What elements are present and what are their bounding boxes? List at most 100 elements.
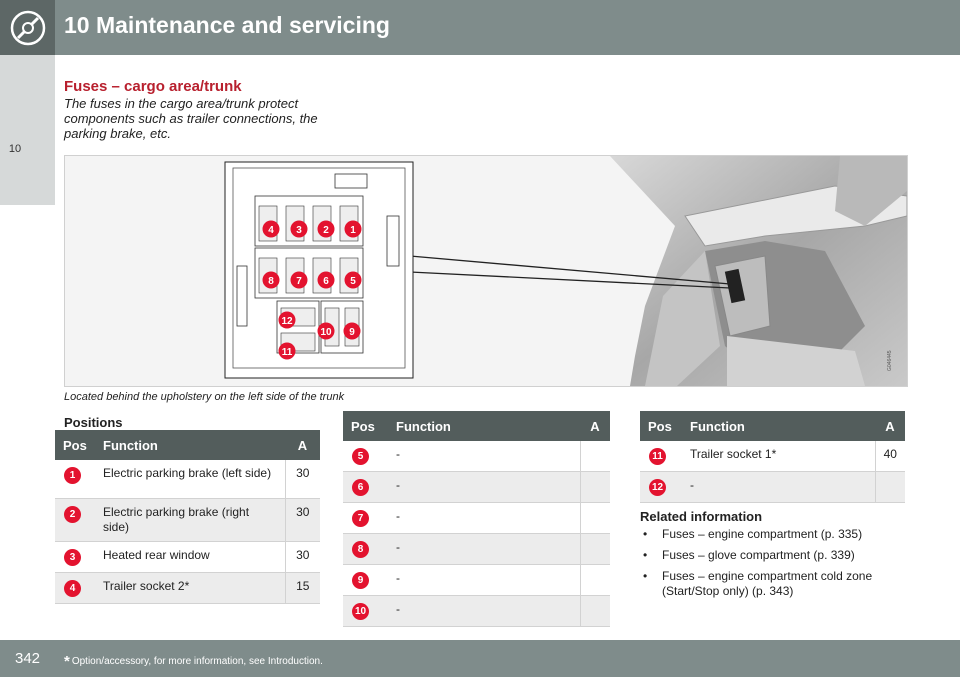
amp-cell bbox=[579, 502, 610, 534]
bullet: • bbox=[643, 548, 648, 562]
fuse-label-11: 11 bbox=[282, 347, 293, 358]
fuse-table-1: Pos Function A 1 Electric parking brake … bbox=[55, 430, 320, 604]
fuse-box-figure: G046445 4 3 2 1 8 7 6 5 bbox=[64, 155, 908, 387]
fuse-table-2: Pos Function A 5 - 6 - 7 - 8 - 9 - 10 - bbox=[343, 411, 610, 627]
footnote-star: * bbox=[64, 653, 70, 670]
pos-badge: 7 bbox=[352, 510, 369, 527]
amp-cell: 30 bbox=[284, 460, 320, 499]
fuse-label-2: 2 bbox=[323, 225, 329, 236]
table-header-row: Pos Function A bbox=[640, 411, 905, 441]
amp-cell: 15 bbox=[284, 572, 320, 604]
wrench-gear-icon bbox=[0, 0, 55, 55]
amp-cell: 40 bbox=[874, 441, 905, 472]
function-cell: - bbox=[388, 533, 580, 565]
fuse-label-5: 5 bbox=[350, 276, 356, 287]
pos-badge: 4 bbox=[64, 579, 81, 597]
fuse-label-9: 9 bbox=[349, 327, 355, 338]
pos-badge: 2 bbox=[64, 505, 81, 523]
table-row: 12 - bbox=[640, 471, 905, 503]
related-information: Related information •Fuses – engine comp… bbox=[640, 509, 910, 605]
amp-cell bbox=[579, 595, 610, 627]
figure-caption: Located behind the upholstery on the lef… bbox=[64, 391, 345, 403]
fuse-table-3: Pos Function A 11 Trailer socket 1* 40 1… bbox=[640, 411, 905, 503]
fuse-label-7: 7 bbox=[296, 276, 302, 287]
page-number: 342 bbox=[14, 650, 41, 667]
table-row: 2 Electric parking brake (right side) 30 bbox=[55, 498, 320, 542]
footnote: *Option/accessory, for more information,… bbox=[64, 653, 323, 670]
pos-badge: 3 bbox=[64, 548, 81, 566]
pos-header: Pos bbox=[343, 411, 388, 441]
image-code: G046445 bbox=[887, 350, 893, 371]
positions-label: Positions bbox=[64, 415, 123, 430]
fuse-label-3: 3 bbox=[296, 225, 302, 236]
fuse-badge-2 bbox=[317, 220, 335, 238]
function-cell: - bbox=[388, 471, 580, 503]
table-header-row: Pos Function A bbox=[343, 411, 610, 441]
chapter-tab: 10 bbox=[0, 55, 55, 205]
function-header: Function bbox=[95, 430, 285, 460]
table-row: 6 - bbox=[343, 471, 610, 503]
fuse-badge-4 bbox=[262, 220, 280, 238]
fuse-badge-12 bbox=[278, 311, 296, 329]
function-cell: Heated rear window bbox=[95, 541, 285, 573]
related-title: Related information bbox=[640, 509, 763, 524]
amp-cell bbox=[579, 471, 610, 503]
table-row: 9 - bbox=[343, 564, 610, 596]
amp-header: A bbox=[285, 430, 320, 460]
table-row: 10 - bbox=[343, 595, 610, 627]
amp-header: A bbox=[580, 411, 610, 441]
related-link[interactable]: • Fuses – engine compartment (p. 335) bbox=[640, 527, 910, 542]
page-footer: 342 *Option/accessory, for more informat… bbox=[0, 640, 960, 677]
fuse-badge-10 bbox=[317, 322, 335, 340]
amp-cell bbox=[874, 471, 905, 503]
fuse-badge-11 bbox=[278, 342, 296, 360]
amp-cell: 30 bbox=[284, 541, 320, 573]
fuse-label-4: 4 bbox=[268, 225, 274, 236]
fuse-label-12: 12 bbox=[281, 316, 293, 327]
fuse-label-6: 6 bbox=[323, 276, 329, 287]
table-row: 3 Heated rear window 30 bbox=[55, 541, 320, 573]
fuse-badge-1 bbox=[344, 220, 362, 238]
bullet: • bbox=[643, 527, 648, 541]
related-link[interactable]: • Fuses – glove compartment (p. 339) bbox=[640, 548, 910, 563]
fuse-label-1: 1 bbox=[350, 225, 356, 236]
fuse-badge-9 bbox=[343, 322, 361, 340]
section-title: Fuses – cargo area/trunk bbox=[64, 78, 242, 95]
function-cell: Electric parking brake (left side) bbox=[95, 460, 285, 499]
fuse-badge-7 bbox=[290, 271, 308, 289]
fuse-badge-6 bbox=[317, 271, 335, 289]
function-cell: - bbox=[388, 502, 580, 534]
table-row: 4 Trailer socket 2* 15 bbox=[55, 572, 320, 604]
function-header: Function bbox=[388, 411, 580, 441]
related-link[interactable]: •Fuses – engine compartment cold zone (S… bbox=[640, 569, 910, 599]
pos-badge: 1 bbox=[64, 467, 81, 484]
table-row: 1 Electric parking brake (left side) 30 bbox=[55, 460, 320, 499]
fuse-label-8: 8 bbox=[268, 276, 274, 287]
related-link-text[interactable]: Fuses – engine compartment (p. 335) bbox=[662, 527, 863, 541]
table-row: 5 - bbox=[343, 441, 610, 472]
amp-cell bbox=[579, 564, 610, 596]
related-link-text[interactable]: Fuses – engine compartment cold zone (St… bbox=[662, 569, 873, 598]
pos-badge: 8 bbox=[352, 541, 369, 558]
fuse-label-10: 10 bbox=[320, 327, 332, 338]
pos-header: Pos bbox=[640, 411, 682, 441]
function-cell: - bbox=[388, 595, 580, 627]
fuse-badge-3 bbox=[290, 220, 308, 238]
function-cell: - bbox=[388, 441, 580, 472]
footnote-text: Option/accessory, for more information, … bbox=[71, 656, 323, 667]
function-cell: Trailer socket 1* bbox=[682, 441, 875, 472]
amp-header: A bbox=[875, 411, 905, 441]
pos-badge: 10 bbox=[352, 603, 369, 620]
amp-cell bbox=[579, 441, 610, 472]
function-cell: - bbox=[682, 471, 875, 503]
fuse-badge-8 bbox=[262, 271, 280, 289]
chapter-number: 10 bbox=[8, 143, 22, 155]
amp-cell: 30 bbox=[284, 498, 320, 542]
table-row: 8 - bbox=[343, 533, 610, 565]
function-cell: - bbox=[388, 564, 580, 596]
function-cell: Trailer socket 2* bbox=[95, 572, 285, 604]
table-row: 7 - bbox=[343, 502, 610, 534]
pos-badge: 9 bbox=[352, 572, 369, 589]
pos-header: Pos bbox=[55, 430, 95, 460]
related-link-text[interactable]: Fuses – glove compartment (p. 339) bbox=[662, 548, 855, 562]
